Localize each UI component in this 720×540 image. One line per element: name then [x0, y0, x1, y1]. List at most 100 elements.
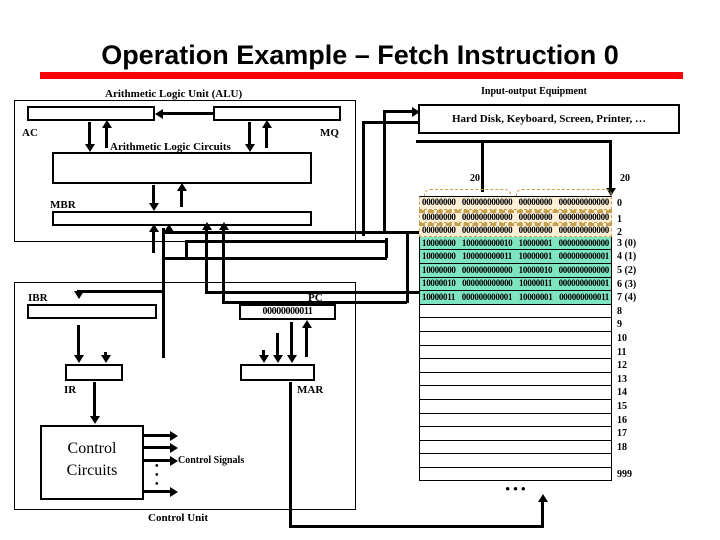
memory-row-index: 14	[617, 387, 627, 399]
io-out-line-h	[362, 121, 418, 124]
mq-down-arrowhead	[244, 144, 255, 152]
memory-cell: 10000000	[422, 237, 456, 248]
memory-row-index: 11	[617, 346, 627, 358]
memory-row[interactable]: 12	[419, 359, 627, 373]
ir-to-control-circuits-arrowhead	[89, 416, 100, 424]
control-circuits-label: Control Circuits	[40, 438, 144, 482]
bus-h-301	[222, 301, 407, 304]
memory-row-index: 1	[617, 213, 622, 225]
register-mq-label: MQ	[320, 127, 339, 139]
alu-to-mbr-line	[152, 185, 155, 205]
memory-width-label-left: 20	[470, 173, 480, 184]
mq-to-ac-arrowhead	[155, 109, 163, 119]
register-mq[interactable]	[213, 106, 341, 121]
io-in-arrowhead	[412, 107, 420, 117]
memory-cell: 000000000001	[558, 278, 610, 289]
memory-cell: 10000001	[518, 291, 553, 302]
memory-row[interactable]	[419, 454, 612, 468]
register-ir[interactable]	[65, 364, 123, 381]
memory-cell: 00000000	[518, 225, 553, 236]
register-mar[interactable]	[240, 364, 315, 381]
mbr-bus-arrowhead-b	[163, 224, 174, 232]
bus-h-231	[162, 231, 426, 234]
bus-to-mar-arrowhead-b	[272, 355, 283, 363]
control-signal-dot-1: •	[155, 461, 159, 472]
memory-row[interactable]: 10	[419, 331, 627, 346]
memory-row[interactable]: 13	[419, 372, 627, 387]
memory-row[interactable]: 11	[419, 345, 626, 360]
pc-to-mar-arrowhead	[286, 355, 297, 363]
memory-row[interactable]: 16	[419, 413, 627, 428]
memory-row[interactable]: 17	[419, 427, 627, 441]
memory-row-index: 9	[617, 319, 622, 331]
io-out-line-v	[362, 121, 365, 236]
memory-row[interactable]: 15	[419, 399, 627, 414]
memory-cell: 00000000	[518, 197, 553, 208]
register-pc-value: 00000000011	[262, 306, 313, 317]
memory-row-index: 2	[617, 227, 622, 239]
io-equipment-box	[418, 104, 680, 134]
memory-cell: 00000000	[518, 211, 553, 222]
memory-cell: 10000000	[422, 251, 456, 262]
bus-v-185	[185, 240, 188, 258]
memory-row-cells	[420, 318, 611, 331]
memory-brace-right	[516, 189, 612, 198]
control-circuits-box	[40, 425, 144, 500]
memory-write-pointer-line-h	[416, 140, 612, 143]
memory-row[interactable]: 9	[419, 318, 622, 332]
memory-row-cells	[420, 373, 611, 386]
register-ibr-label: IBR	[28, 292, 48, 304]
control-signal-arrow-3	[170, 456, 178, 466]
io-in-line-h	[383, 110, 416, 113]
register-mbr[interactable]	[52, 211, 312, 226]
control-signals-label: Control Signals	[178, 455, 245, 466]
memory-cell: 10000000	[422, 264, 456, 275]
register-ibr[interactable]	[27, 304, 157, 319]
memory-row-cells	[420, 386, 611, 399]
bus-to-ir-arrowhead	[100, 355, 111, 363]
memory-cell: 10000011	[518, 278, 553, 289]
memory-cell: 000000000000	[461, 225, 513, 236]
title-underline-rule	[40, 72, 683, 79]
register-pc[interactable]	[239, 304, 336, 320]
control-signal-line-3	[144, 459, 172, 462]
ibr-to-ir-arrowhead	[73, 355, 84, 363]
memory-cell: 000000000000	[462, 278, 513, 289]
memory-cell: 00000000	[422, 225, 456, 236]
memory-row-cells	[420, 454, 611, 467]
memory-row[interactable]: 14	[419, 386, 627, 400]
control-signal-arrow-1	[170, 431, 178, 441]
memory-row[interactable]: 999	[419, 467, 632, 482]
memory-cell: 000000000000	[558, 225, 610, 236]
memory-row[interactable]: 8	[419, 304, 622, 319]
memory-cell: 10000001	[518, 251, 553, 262]
memory-row-cells	[420, 346, 611, 359]
pc-to-mar-line	[290, 322, 293, 357]
memory-brace-left	[424, 189, 511, 198]
memory-cell: 000000000000	[558, 237, 610, 248]
memory-row[interactable]: 18	[419, 440, 627, 455]
register-mbr-label: MBR	[50, 199, 76, 211]
memory-cell: 000000000000	[461, 264, 513, 275]
memory-row-index: 17	[617, 428, 627, 440]
register-mar-label: MAR	[297, 384, 324, 396]
register-ac[interactable]	[27, 106, 155, 121]
mar-to-memory-line-h	[289, 525, 544, 528]
memory-cell: 10000001	[518, 237, 553, 248]
mq-up-line	[265, 124, 268, 148]
bus-vertical-main	[162, 228, 165, 358]
memory-row-cells	[420, 414, 611, 427]
